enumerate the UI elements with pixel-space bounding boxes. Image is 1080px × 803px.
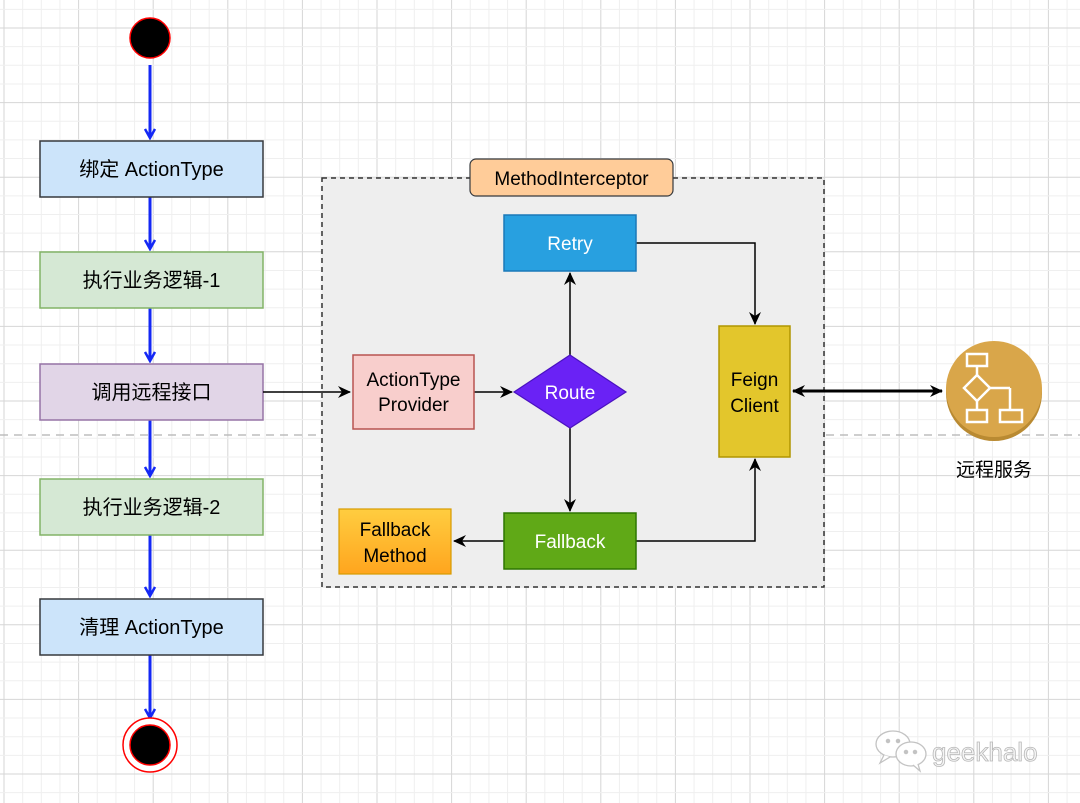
end-node-core [129,724,171,766]
actiontype-provider-node[interactable]: ActionType Provider [352,354,475,430]
fallback-method-box [338,508,452,575]
watermark-text: geekhalo [932,737,1038,767]
interceptor-label: MethodInterceptor [494,169,649,190]
fallback-label: Fallback [535,532,606,553]
edge-fallback-feign [636,458,761,542]
flow-step-biz2[interactable]: 执行业务逻辑-2 [39,478,264,536]
feign-label-line2: Client [730,396,779,417]
retry-box [503,214,637,272]
flow-step-box [39,598,264,656]
flow-step-label: 执行业务逻辑-1 [83,269,221,292]
flow-step-bind[interactable]: 绑定 ActionType [39,140,264,198]
fallback-method-label-line2: Method [363,546,426,567]
provider-label-line1: ActionType [367,370,461,391]
feign-label-line1: Feign [731,370,779,391]
flow-step-box [39,251,264,309]
wechat-icon [875,730,927,773]
interceptor-edges [263,242,943,547]
route-node[interactable]: Route [512,354,628,429]
fallback-method-label-line1: Fallback [360,520,431,541]
flow-step-label: 调用远程接口 [92,381,212,404]
remote-service-label: 远程服务 [956,459,1032,481]
flow-step-clear[interactable]: 清理 ActionType [39,598,264,656]
retry-label: Retry [547,234,593,255]
workflow-icon [962,352,1024,424]
end-node[interactable] [122,717,178,773]
provider-box [352,354,475,430]
feign-client-node[interactable]: Feign Client [718,325,791,458]
fallback-node[interactable]: Fallback [503,512,637,570]
edge-retry-feign [636,242,761,325]
flow-step-label: 清理 ActionType [79,616,224,639]
flow-step-call[interactable]: 调用远程接口 [39,363,264,421]
watermark: geekhalo [875,730,1038,773]
flow-step-label: 绑定 ActionType [79,158,224,181]
flow-step-box [39,363,264,421]
retry-node[interactable]: Retry [503,214,637,272]
provider-label-line2: Provider [378,395,449,416]
interceptor-label-box [469,158,674,197]
flow-step-biz1[interactable]: 执行业务逻辑-1 [39,251,264,309]
remote-service-node[interactable]: 远程服务 [946,341,1042,481]
route-label: Route [545,383,596,404]
feign-box [718,325,791,458]
start-node[interactable] [129,17,171,59]
flow-step-label: 执行业务逻辑-2 [83,496,221,519]
flow-step-box [39,478,264,536]
fallback-method-node[interactable]: Fallback Method [338,508,452,575]
route-diamond [512,354,628,429]
fallback-box [503,512,637,570]
flow-step-box [39,140,264,198]
